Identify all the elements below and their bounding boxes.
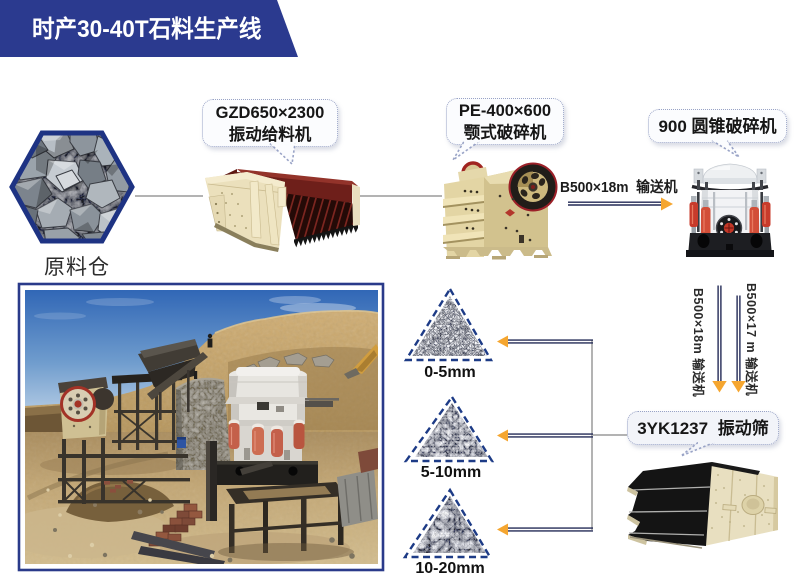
arrow-to-pile-0 [497,335,593,348]
conveyor-arrow-screen-right [731,295,746,393]
conveyor-arrow-jaw-to-cone [568,197,673,211]
bricks [148,503,203,547]
conveyor-label-screen-right: B500×17 m 输送机 [744,283,758,397]
vibrating-screen-machine [627,462,778,549]
jaw-crusher-machine [443,161,558,260]
page-title: 时产30-40T石料生产线 [32,16,262,43]
arrow-to-pile-1 [497,429,593,442]
conveyor-label-jaw-to-cone: B500×18m 输送机 [560,180,678,196]
callout-jaw-model: PE-400×600 [458,102,552,120]
callout-jaw-tail [452,140,480,161]
cone-crusher-machine [686,163,774,257]
site-photo [17,282,385,572]
title-banner [0,0,298,57]
conveyor-arrow-screen-left [711,285,727,393]
conveyor-label-screen-left: B500×18m 输送机 [691,288,705,398]
pile-label-10-20mm: 10-20mm [415,560,485,577]
photo-jaw-unit [58,333,213,504]
callout-screen: 3YK1237 振动筛 [627,411,779,445]
callout-feeder-model: GZD650×2300 [215,104,325,122]
raw-material-hexagon [9,130,135,244]
pile-5-10mm [403,394,495,463]
connector-hexagon-feeder [135,195,203,197]
callout-screen-name: 3YK1237 振动筛 [637,419,769,438]
callout-jaw: PE-400×600 颚式破碎机 [446,98,564,145]
pile-label-5-10mm: 5-10mm [420,464,482,481]
callout-cone: 900 圆锥破碎机 [648,109,787,143]
connector-feeder-jaw [357,195,442,197]
raw-material-label: 原料仓 [44,256,110,279]
pile-10-20mm [402,487,493,559]
callout-feeder-tail [269,142,296,166]
callout-jaw-name: 颚式破碎机 [463,123,547,142]
arrow-to-pile-2 [497,523,593,536]
callout-cone-name: 900 圆锥破碎机 [658,117,777,136]
callout-feeder-name: 振动给料机 [228,126,312,144]
callout-screen-tail [680,441,715,457]
callout-feeder: GZD650×2300 振动给料机 [202,99,338,147]
pile-0-5mm [403,286,494,362]
gabion-wall [175,377,231,470]
pile-label-0-5mm: 0-5mm [424,364,476,381]
vibrating-feeder-machine [205,169,360,252]
connector-screen-bubble [591,434,629,436]
stone-piles [402,286,495,559]
callout-cone-tail [711,139,740,158]
photo-steel-table [218,482,354,561]
